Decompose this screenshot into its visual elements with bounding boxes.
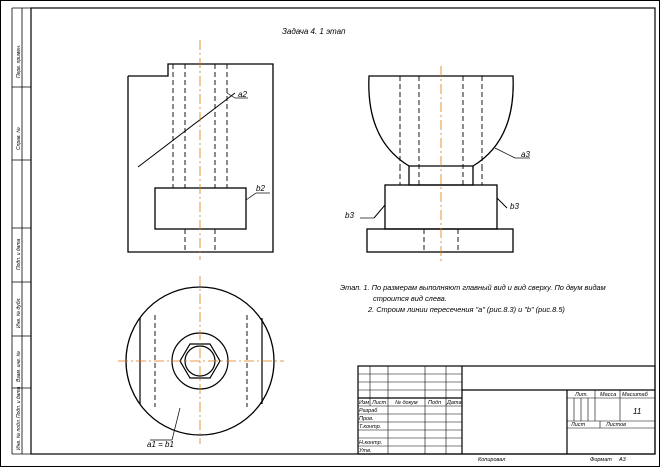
front-label-b2: b2 [256,184,265,193]
tb-copied: Копировал [478,457,505,463]
tb-podp: Подп [428,400,441,406]
tb-dokum: № докум [395,400,418,406]
side-label-inv-dubl: Инв. № дубл. [16,297,22,328]
tb-nkontr: Н.контр. [359,440,382,446]
side-label-podp1: Подп. и дата [16,238,22,270]
tb-lit: Лит. [574,392,588,398]
tb-data: Дата [446,400,462,406]
side-view [360,75,530,253]
tb-format-label: Формат [590,457,612,463]
tb-prov: Пров. [359,416,374,422]
side-label-b3-left: b3 [345,211,354,220]
tb-tkontr: Т.контр. [359,424,381,430]
top-label-a1-b1: a1 = b1 [147,440,174,449]
tb-sheet-number: 11 [633,407,641,416]
side-label-podp2: Подп. и дата [16,386,22,418]
tb-list: Лист [371,400,387,406]
side-label-a3: a3 [521,150,530,159]
top-centerlines [118,276,284,444]
tb-sheets-label: Листов [605,422,626,428]
side-label-vzam: Взам. инв. № [16,350,22,382]
side-label-b3-right: b3 [510,202,519,211]
tb-sheet-label: Лист [570,422,586,428]
tb-massa: Масса [600,392,616,398]
drawing-frame [30,7,656,455]
note-line-1: Этап. 1. По размерам выполняют главный в… [340,283,606,292]
task-title: Задача 4. 1 этап [282,27,346,36]
side-label-inv-podl: Инв. № подл. [16,419,22,450]
tb-izm: Изм [359,400,369,406]
note-line-2: строится вид слева. [373,294,447,303]
front-label-a2: a2 [238,90,247,99]
tb-razrab: Разраб [359,408,378,414]
side-labels: Перв. примен. Справ. № Подп. и дата Инв.… [16,45,22,450]
title-block-grid [357,365,656,455]
side-label-perv: Перв. примен. [16,45,22,78]
side-label-sprav: Справ. № [16,127,22,150]
tb-masshtab: Масштаб [622,392,649,398]
title-block-text: Изм Лист № докум Подп Дата Разраб Пров. … [358,392,649,463]
note-line-3: 2. Строим линии пересечения "a" (рис.8.3… [367,305,565,314]
tb-utv: Утв. [358,448,372,454]
side-strip [11,7,31,455]
tb-format-value: А3 [618,457,627,463]
front-view [127,63,274,253]
